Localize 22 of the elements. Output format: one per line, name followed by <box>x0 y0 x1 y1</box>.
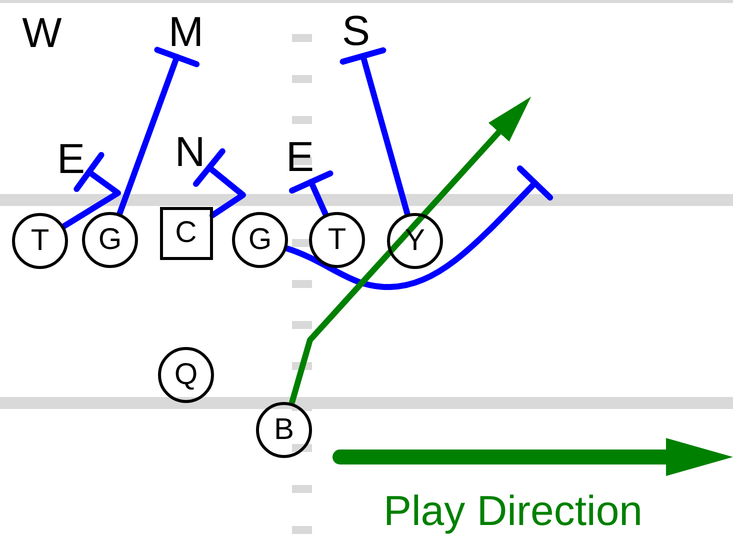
player-circle: G <box>232 212 288 268</box>
direction-label: Play Direction <box>383 490 643 532</box>
block-line <box>60 152 121 230</box>
player-square: C <box>160 206 212 260</box>
defender-letter: S <box>342 10 370 52</box>
defender-letter: W <box>22 12 62 54</box>
defender-letter: E <box>286 136 314 178</box>
block-line <box>340 47 410 217</box>
defender-letter: E <box>57 138 85 180</box>
player-circle: Q <box>158 347 214 403</box>
block-line <box>192 148 246 218</box>
block-line <box>116 46 200 217</box>
player-circle: B <box>256 402 312 458</box>
block-line <box>288 170 334 218</box>
player-circle: T <box>309 212 365 268</box>
player-circle: G <box>82 212 138 268</box>
defender-letter: N <box>174 131 206 173</box>
block-line <box>284 165 554 290</box>
route-arrow <box>288 96 532 404</box>
player-circle: Y <box>387 213 443 269</box>
player-circle: T <box>12 213 68 269</box>
defender-letter: M <box>168 11 204 53</box>
